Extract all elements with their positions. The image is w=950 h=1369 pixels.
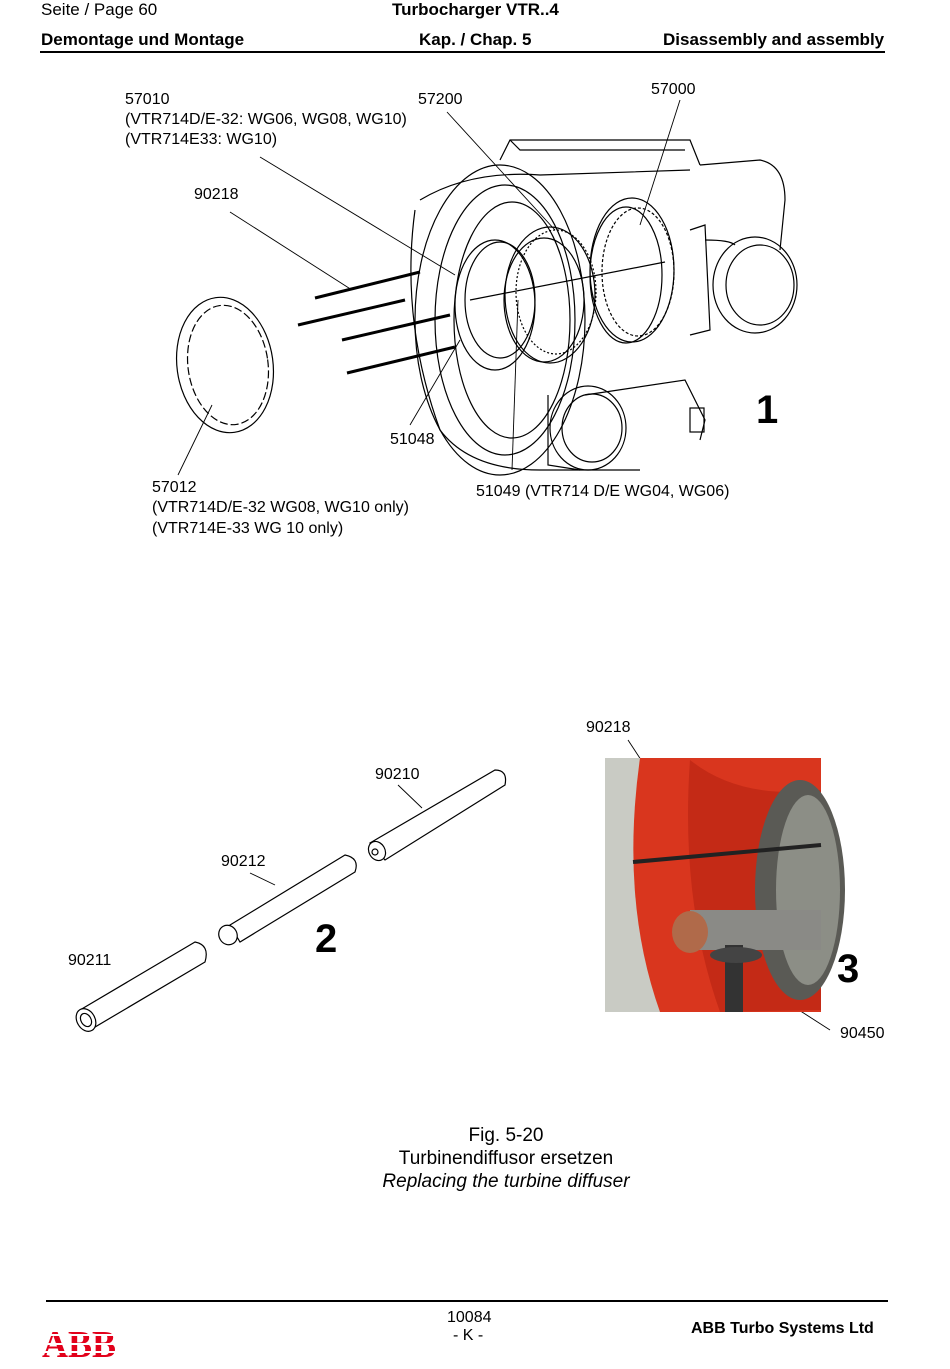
label-90218-fig1: 90218 [194, 186, 239, 203]
label-90218-fig3: 90218 [586, 719, 631, 736]
label-51049: 51049 (VTR714 D/E WG04, WG06) [476, 483, 730, 500]
figure-number-2: 2 [315, 917, 338, 961]
product-title: Turbocharger VTR..4 [392, 0, 559, 19]
label-90211: 90211 [68, 952, 112, 969]
label-57010-note1: (VTR714D/E-32: WG06, WG08, WG10) [125, 111, 407, 128]
label-57000: 57000 [651, 81, 696, 98]
section-title-de: Demontage und Montage [41, 30, 245, 49]
revision-label: - K - [453, 1327, 484, 1344]
diffuser-photo [605, 758, 845, 1012]
label-90450: 90450 [840, 1025, 885, 1042]
figure-number-3: 3 [837, 947, 860, 991]
label-57012-note1: (VTR714D/E-32 WG08, WG10 only) [152, 499, 409, 516]
label-57010-part: 57010 [125, 91, 170, 108]
label-90212: 90212 [221, 853, 266, 870]
label-57012-part: 57012 [152, 479, 197, 496]
footer-rule [46, 1300, 888, 1302]
section-title-en: Disassembly and assembly [663, 30, 885, 49]
figure-caption-en: Replacing the turbine diffuser [382, 1171, 630, 1192]
page-number: Seite / Page 60 [41, 0, 158, 19]
label-57200: 57200 [418, 91, 463, 108]
figure-caption-number: Fig. 5-20 [468, 1125, 544, 1146]
chapter-label: Kap. / Chap. 5 [419, 30, 532, 49]
document-number: 10084 [447, 1309, 492, 1326]
label-57012-note2: (VTR714E-33 WG 10 only) [152, 520, 344, 537]
header-rule [40, 51, 885, 53]
label-57010-note2: (VTR714E33: WG10) [125, 131, 278, 148]
label-51048: 51048 [390, 431, 435, 448]
abb-logo: ABB [40, 1324, 120, 1366]
label-90210: 90210 [375, 766, 420, 783]
company-name: ABB Turbo Systems Ltd [691, 1320, 874, 1337]
figure-number-1: 1 [756, 388, 779, 432]
figure-caption-de: Turbinendiffusor ersetzen [398, 1148, 614, 1169]
